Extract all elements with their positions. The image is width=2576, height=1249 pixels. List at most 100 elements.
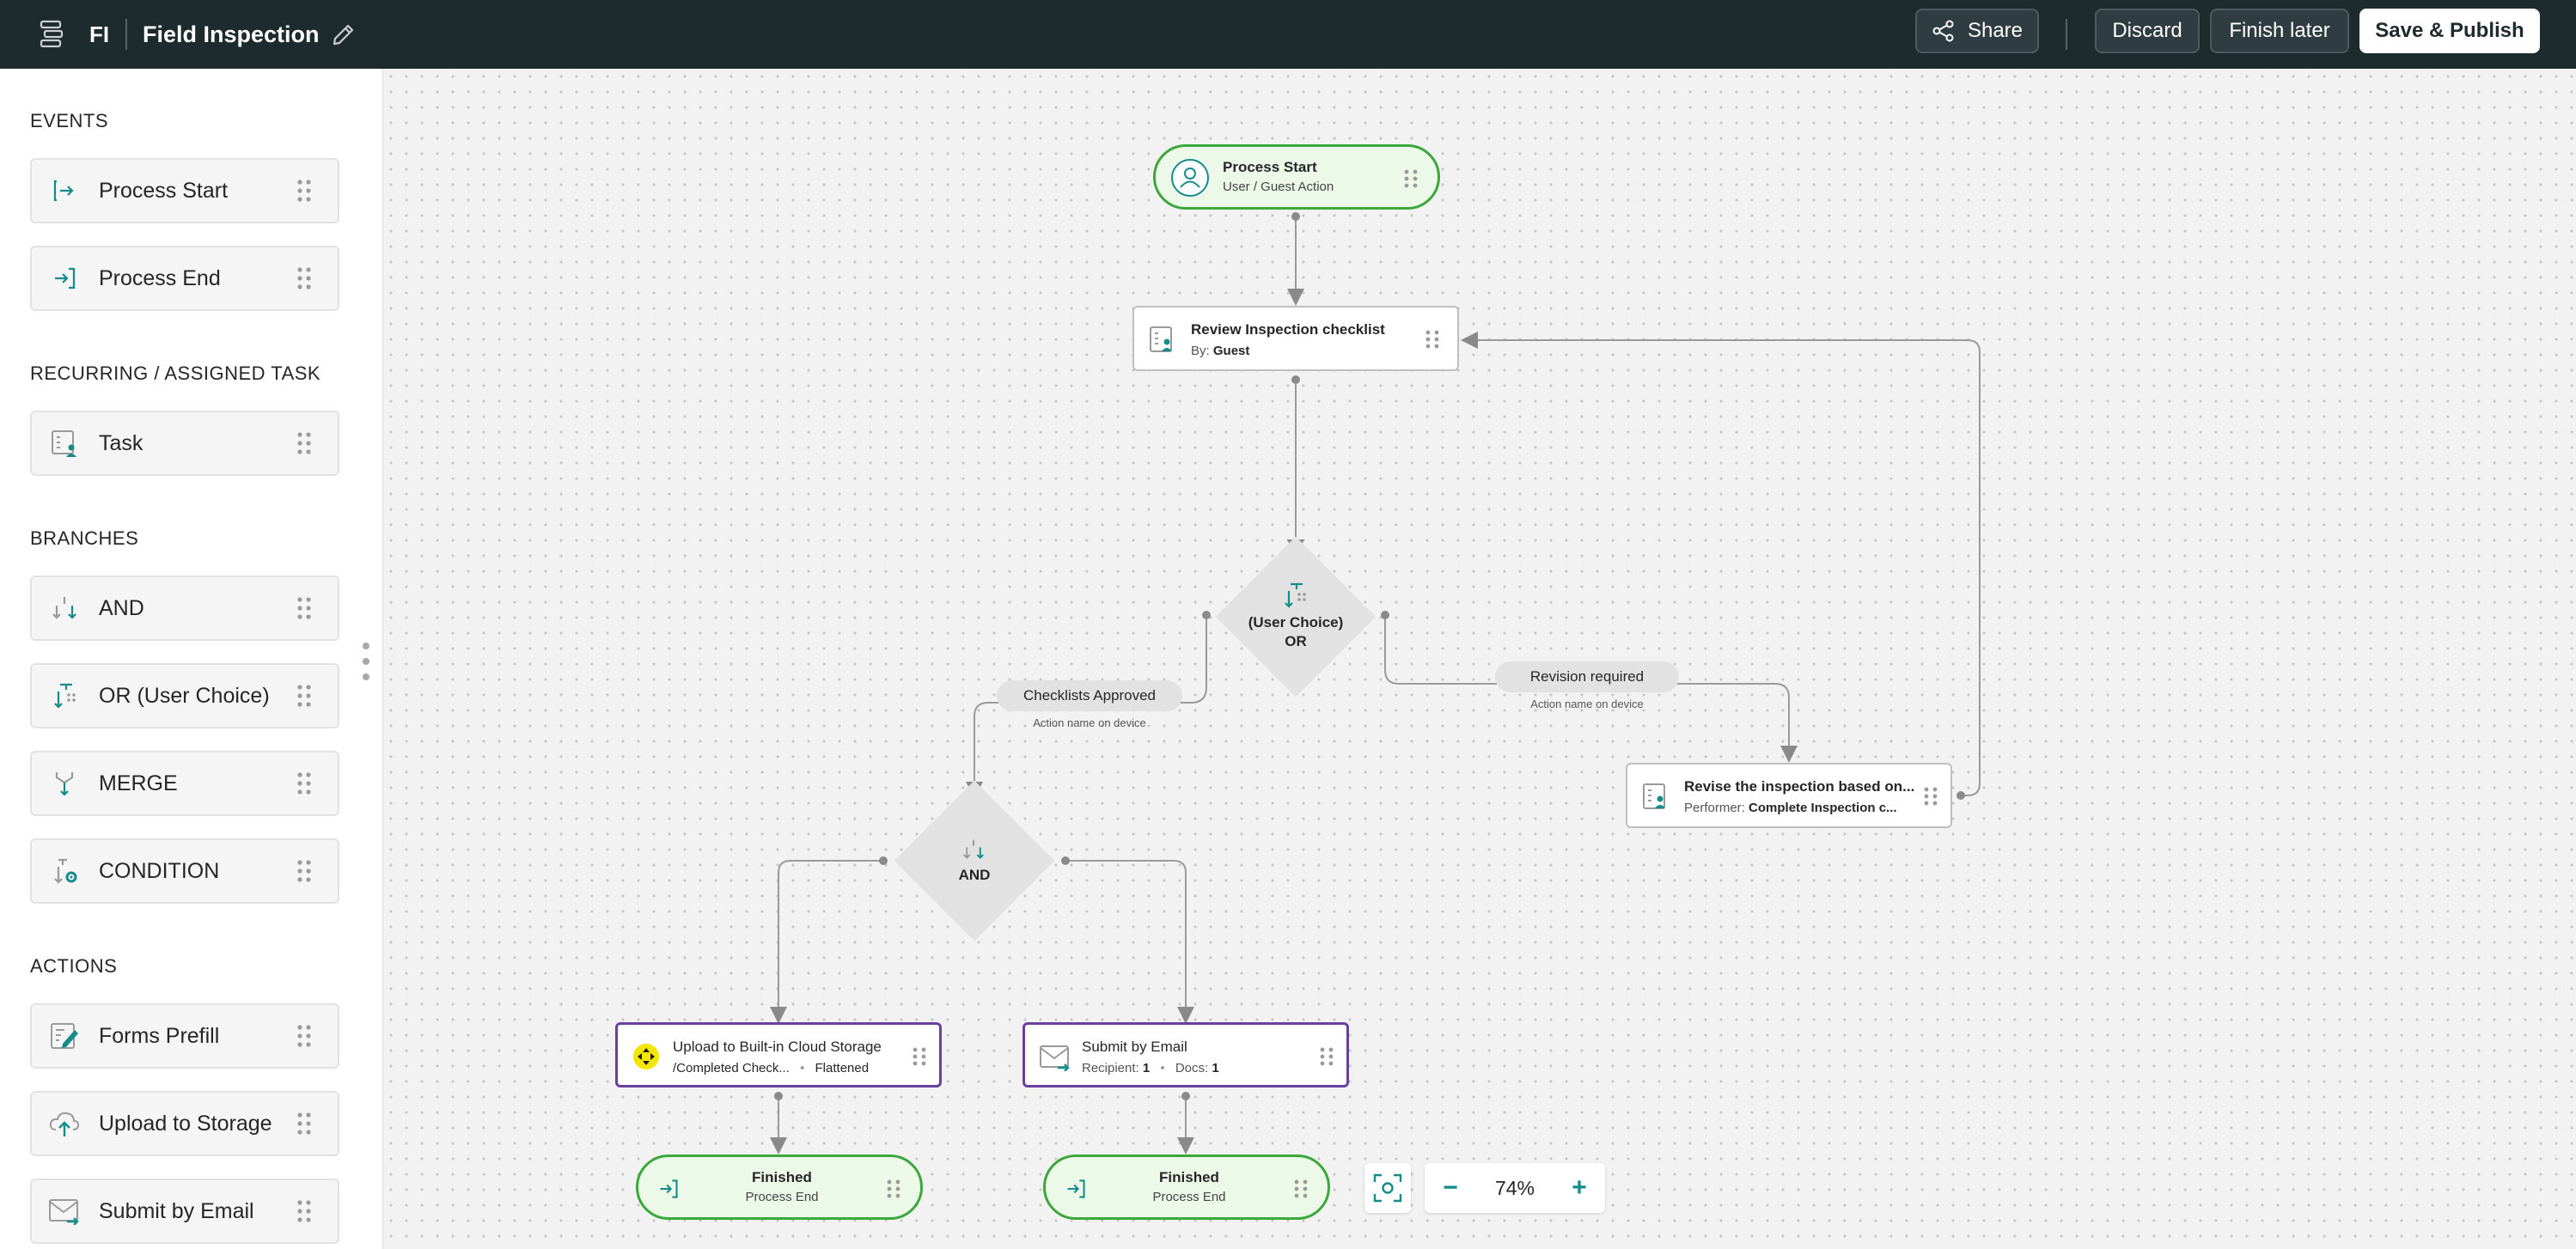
top-bar: FI Field Inspection Share Discard Finish…	[0, 0, 2576, 69]
process-title: Field Inspection	[143, 21, 320, 47]
node-subtitle: User / Guest Action	[1223, 180, 1334, 194]
palette-item-condition[interactable]: CONDITION	[30, 838, 339, 904]
and-branch-icon	[963, 839, 984, 859]
edge-label-checklists-approved[interactable]: Checklists Approved	[997, 680, 1182, 711]
drag-handle-icon[interactable]	[1401, 168, 1420, 190]
palette-item-label: MERGE	[99, 771, 178, 795]
forms-prefill-icon	[47, 1019, 82, 1053]
section-title-events: EVENTS	[30, 110, 109, 131]
node-sub-label: Performer:	[1684, 801, 1745, 815]
sidebar-resize-handle[interactable]	[361, 641, 371, 682]
drag-handle-icon[interactable]	[295, 771, 314, 796]
drag-handle-icon[interactable]	[884, 1178, 903, 1200]
palette-item-forms-prefill[interactable]: Forms Prefill	[30, 1003, 339, 1069]
palette-item-label: Process Start	[99, 178, 229, 203]
palette-item-label: AND	[99, 595, 144, 620]
pencil-icon[interactable]	[327, 15, 361, 53]
node-sub-value: Guest	[1212, 344, 1250, 358]
drag-handle-icon[interactable]	[295, 1023, 314, 1049]
drag-handle-icon[interactable]	[295, 1198, 314, 1224]
node-sub-mode: Flattened	[815, 1061, 870, 1075]
process-end-node[interactable]: Finished Process End	[636, 1155, 923, 1220]
palette-item-upload-to-storage[interactable]: Upload to Storage	[30, 1091, 339, 1156]
docs-value: 1	[1212, 1061, 1219, 1075]
node-sub-value: Complete Inspection c...	[1749, 801, 1897, 815]
finish-later-button[interactable]: Finish later	[2210, 9, 2349, 53]
palette-item-label: Task	[99, 430, 143, 455]
edge-sublabel: Action name on device	[1033, 716, 1146, 729]
component-palette: EVENTS Process Start Process End RECURRI…	[0, 69, 383, 1249]
process-end-icon	[1067, 1179, 1085, 1198]
drag-handle-icon[interactable]	[295, 1111, 314, 1136]
warning-icon	[633, 1044, 659, 1069]
process-end-icon	[47, 261, 82, 295]
drag-handle-icon[interactable]	[295, 595, 314, 621]
upload-storage-node[interactable]: Upload to Built-in Cloud Storage /Comple…	[615, 1022, 942, 1088]
drag-handle-icon[interactable]	[1921, 785, 1940, 807]
zoom-out-button[interactable]: −	[1443, 1173, 1458, 1202]
palette-item-label: Forms Prefill	[99, 1023, 220, 1048]
palette-item-process-start[interactable]: Process Start	[30, 158, 339, 223]
share-label: Share	[1967, 19, 2024, 42]
discard-button[interactable]: Discard	[2095, 9, 2200, 53]
zoom-level: 74%	[1494, 1176, 1535, 1199]
edge-sublabel: Action name on device	[1530, 698, 1644, 710]
drag-handle-icon[interactable]	[1291, 1178, 1310, 1200]
or-branch-icon	[47, 679, 82, 713]
zoom-control: − 74% +	[1425, 1163, 1605, 1213]
process-start-node[interactable]: Process Start User / Guest Action	[1153, 144, 1440, 210]
and-branch-icon	[47, 591, 82, 625]
upload-cloud-icon	[47, 1106, 82, 1141]
node-title: Review Inspection checklist	[1191, 321, 1385, 338]
submit-email-node[interactable]: Submit by Email Recipient: 1 • Docs: 1	[1022, 1022, 1349, 1088]
drag-handle-icon[interactable]	[1317, 1045, 1336, 1068]
process-end-node[interactable]: Finished Process End	[1043, 1155, 1330, 1220]
drag-handle-icon[interactable]	[295, 683, 314, 709]
header-divider	[2066, 19, 2067, 50]
docs-label: Docs:	[1175, 1061, 1209, 1075]
review-task-node[interactable]: Review Inspection checklist By: Guest	[1132, 306, 1459, 371]
drag-handle-icon[interactable]	[295, 430, 314, 456]
revise-task-node[interactable]: Revise the inspection based on... Perfor…	[1626, 763, 1952, 828]
palette-item-label: Submit by Email	[99, 1198, 254, 1223]
palette-item-process-end[interactable]: Process End	[30, 246, 339, 311]
or-branch-icon	[1285, 582, 1306, 608]
process-start-icon	[47, 174, 82, 208]
drag-handle-icon[interactable]	[295, 858, 314, 884]
drag-handle-icon[interactable]	[1423, 328, 1442, 350]
palette-item-task[interactable]: Task	[30, 411, 339, 476]
share-button[interactable]: Share	[1915, 9, 2039, 53]
node-title: Finished	[752, 1169, 812, 1185]
palette-item-or-user-choice[interactable]: OR (User Choice)	[30, 663, 339, 728]
palette-item-label: Upload to Storage	[99, 1111, 272, 1136]
palette-item-submit-by-email[interactable]: Submit by Email	[30, 1179, 339, 1244]
fit-view-button[interactable]	[1364, 1163, 1411, 1213]
node-title: Upload to Built-in Cloud Storage	[673, 1039, 882, 1055]
drag-handle-icon[interactable]	[910, 1045, 929, 1068]
palette-item-label: CONDITION	[99, 858, 220, 883]
task-icon	[1150, 326, 1172, 352]
app-abbreviation: FI	[89, 21, 110, 47]
palette-item-merge[interactable]: MERGE	[30, 751, 339, 816]
zoom-in-button[interactable]: +	[1572, 1173, 1587, 1202]
palette-item-and[interactable]: AND	[30, 576, 339, 641]
node-title: Process Start	[1223, 159, 1317, 175]
drag-handle-icon[interactable]	[295, 265, 314, 291]
process-end-icon	[660, 1179, 678, 1198]
condition-icon	[47, 854, 82, 888]
node-title: Submit by Email	[1082, 1039, 1187, 1055]
recipient-value: 1	[1142, 1061, 1151, 1075]
node-subtitle: Process End	[1152, 1190, 1226, 1204]
and-branch-label: AND	[958, 867, 991, 883]
node-sub-label: By:	[1191, 344, 1210, 358]
process-icon[interactable]	[34, 15, 69, 53]
or-branch-line1: (User Choice)	[1248, 614, 1344, 631]
edge-label-revision-required[interactable]: Revision required	[1495, 661, 1679, 692]
header-divider	[125, 19, 127, 50]
drag-handle-icon[interactable]	[295, 178, 314, 204]
save-publish-button[interactable]: Save & Publish	[2359, 9, 2540, 53]
palette-item-label: OR (User Choice)	[99, 683, 270, 708]
merge-icon	[47, 766, 82, 801]
node-subtitle: Process End	[745, 1190, 819, 1204]
user-icon	[1171, 159, 1209, 197]
